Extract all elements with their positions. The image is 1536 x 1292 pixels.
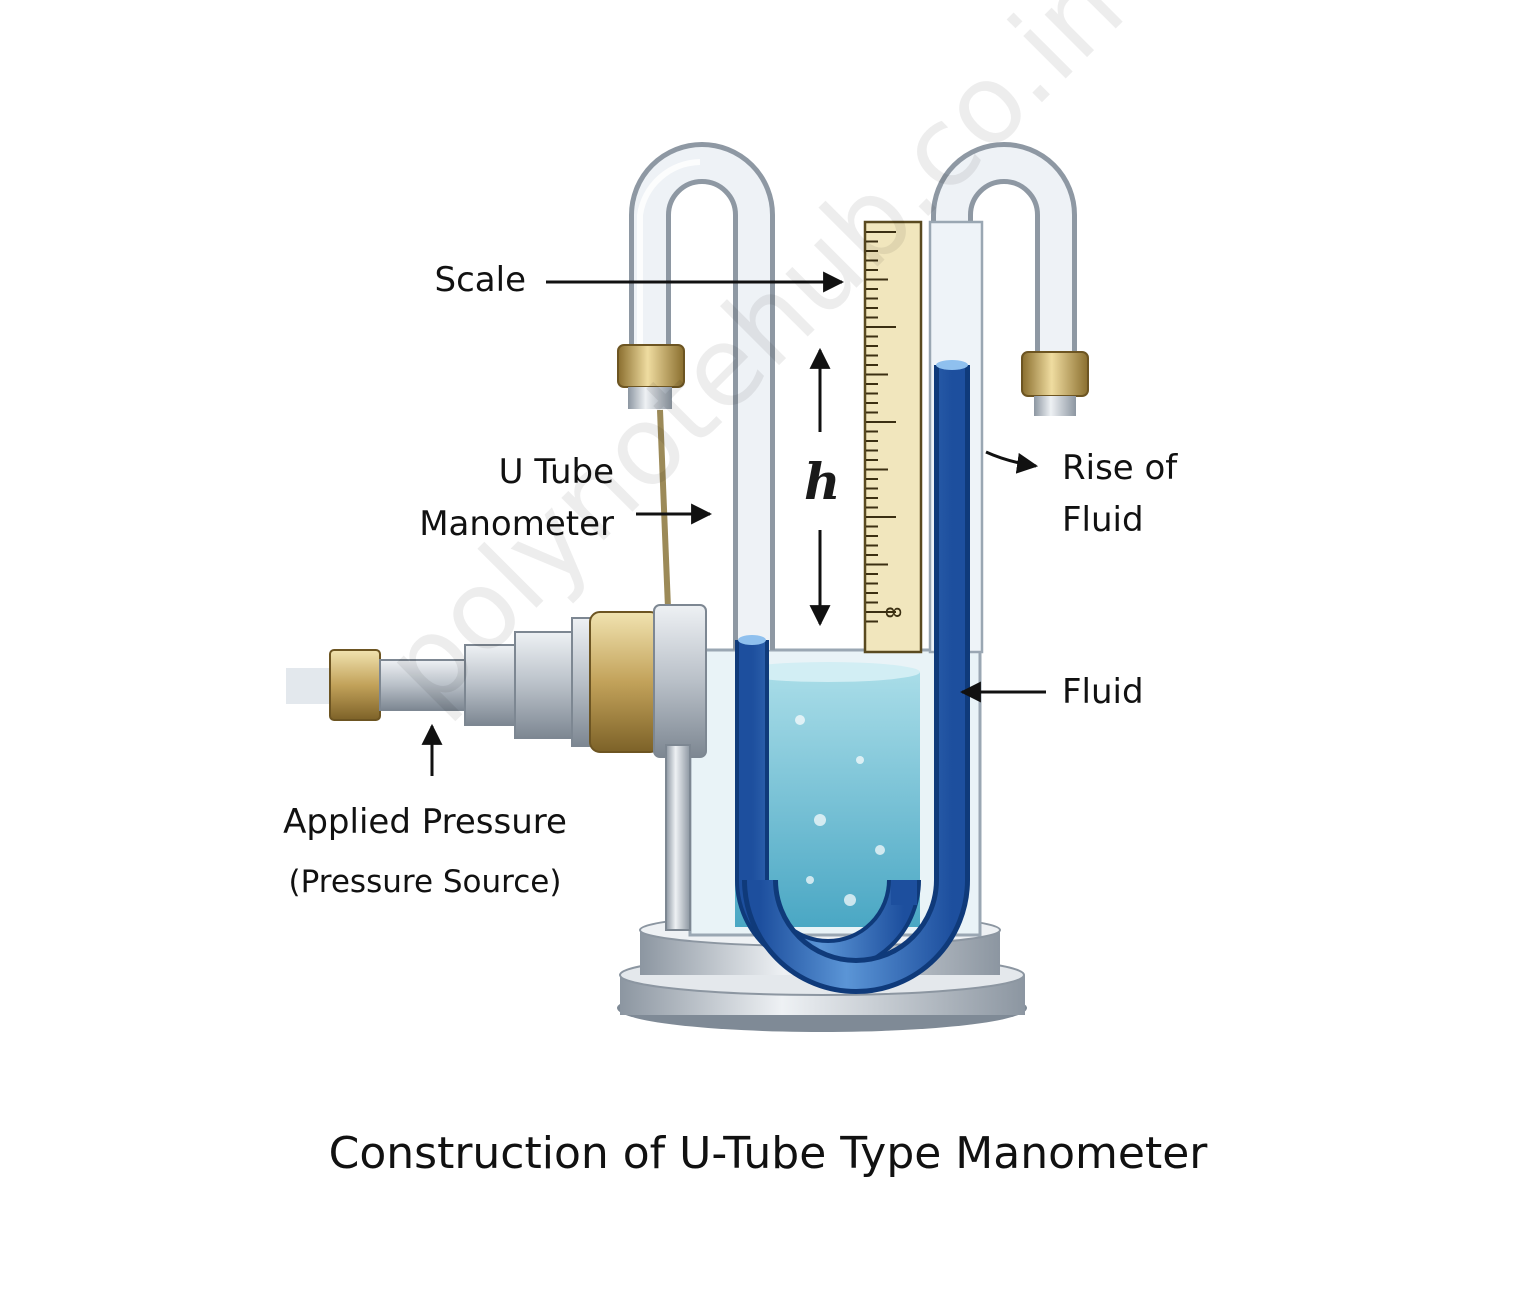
rise-label-line1: Rise of bbox=[1062, 448, 1178, 488]
height-symbol: h bbox=[804, 452, 841, 511]
right-outlet-tube bbox=[931, 142, 1089, 650]
u-tube-manometer-label: U Tube Manometer bbox=[360, 446, 614, 550]
rise-of-fluid-label: Rise of Fluid bbox=[1062, 442, 1177, 546]
u-tube-label-line1: U Tube bbox=[498, 452, 614, 492]
pressure-source-line: (Pressure Source) bbox=[288, 864, 562, 900]
pressure-inlet-assembly bbox=[286, 604, 707, 931]
u-tube-label-line2: Manometer bbox=[419, 504, 614, 544]
scale-mark: 8 bbox=[881, 606, 905, 619]
rise-label-line2: Fluid bbox=[1062, 500, 1144, 540]
left-inlet-tube bbox=[617, 142, 775, 650]
diagram-caption: Construction of U-Tube Type Manometer bbox=[328, 1128, 1208, 1179]
rise-arrow bbox=[985, 450, 1039, 474]
applied-pressure-line: Applied Pressure bbox=[283, 802, 567, 842]
fluid-label: Fluid bbox=[1062, 672, 1144, 712]
u-tube-with-fluid bbox=[735, 220, 984, 994]
scale-label: Scale bbox=[434, 260, 526, 300]
measurement-scale bbox=[863, 220, 923, 654]
applied-pressure-label: Applied Pressure (Pressure Source) bbox=[250, 796, 600, 908]
annotation-arrows bbox=[421, 271, 1046, 776]
